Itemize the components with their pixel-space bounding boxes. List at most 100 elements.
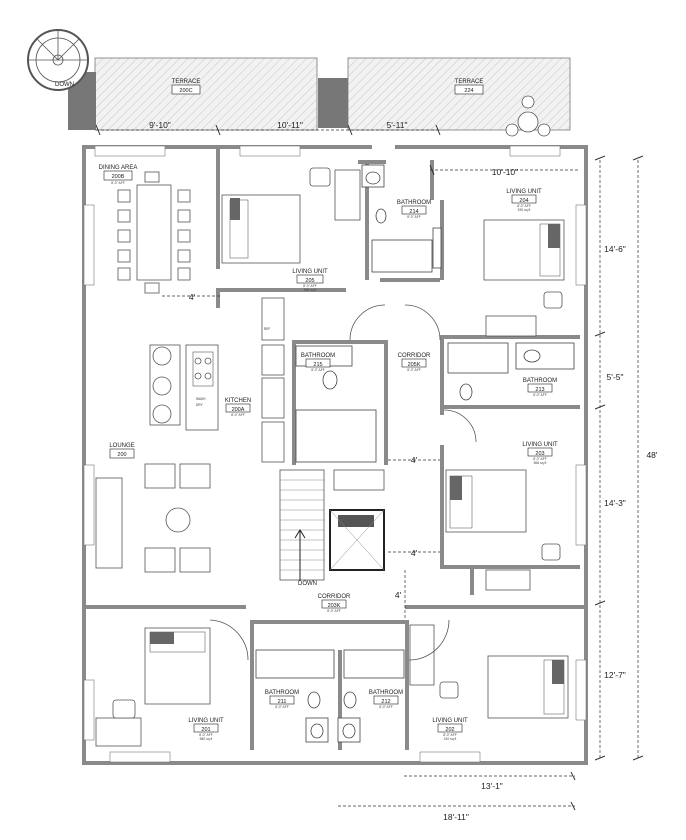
- living-201-furniture: [95, 627, 211, 747]
- dining-table: [117, 171, 191, 294]
- door-swing-corridor-west: [349, 304, 386, 341]
- dim-four-c: 4': [411, 548, 418, 558]
- svg-text:DINING AREA: DINING AREA: [99, 165, 138, 171]
- bath-214-fixtures: [361, 164, 442, 273]
- svg-text:212: 212: [381, 699, 390, 705]
- svg-text:TERRACE: TERRACE: [455, 79, 484, 85]
- terrace-west: [68, 57, 318, 131]
- svg-text:200: 200: [117, 452, 126, 458]
- bath-212-fixtures: [337, 649, 405, 743]
- bath-211-fixtures: [255, 649, 335, 743]
- svg-text:205K: 205K: [408, 362, 421, 368]
- svg-text:8'-0" AFF: 8'-0" AFF: [443, 733, 457, 737]
- svg-text:200C: 200C: [179, 88, 192, 94]
- svg-text:580 sq ft: 580 sq ft: [200, 737, 213, 741]
- svg-text:213: 213: [535, 387, 544, 393]
- svg-text:203K: 203K: [328, 603, 341, 609]
- svg-text:8'-0" AFF: 8'-0" AFF: [311, 368, 325, 372]
- svg-text:8'-0" AFF: 8'-0" AFF: [327, 609, 341, 613]
- dim-four-d: 4': [395, 590, 402, 600]
- svg-text:8'-0" AFF: 8'-0" AFF: [533, 457, 547, 461]
- svg-text:8'-0" AFF: 8'-0" AFF: [517, 204, 531, 208]
- spiral-down-label: DOWN: [55, 82, 74, 88]
- kitchen-fixtures: [149, 297, 285, 463]
- dishwasher-label: WASH: [196, 397, 206, 401]
- svg-text:530 sq ft: 530 sq ft: [518, 208, 531, 212]
- dim-four-b: 4': [411, 455, 418, 465]
- door-swing-corridor-east: [404, 304, 441, 341]
- svg-text:8'-0" AFF: 8'-0" AFF: [407, 368, 421, 372]
- fridge-label: REF: [264, 327, 270, 331]
- svg-text:203: 203: [535, 451, 544, 457]
- room-tag-living-201: LIVING UNIT 201 8'-0" AFF 580 sq ft: [188, 718, 224, 741]
- svg-text:224: 224: [464, 88, 473, 94]
- svg-text:CORRIDOR: CORRIDOR: [318, 594, 351, 600]
- svg-text:200A: 200A: [232, 407, 245, 413]
- dim-four-a: 4': [189, 292, 196, 302]
- spiral-stair: [27, 29, 89, 91]
- svg-text:8'-0" AFF: 8'-0" AFF: [303, 284, 317, 288]
- main-stair: [279, 469, 385, 581]
- room-tag-living-204: LIVING UNIT 204 8'-0" AFF 530 sq ft: [506, 189, 542, 212]
- dim-top-c: 5'-11": [386, 120, 407, 130]
- room-tag-living-205: LIVING UNIT 205 8'-0" AFF 566 sq ft: [292, 269, 328, 292]
- svg-text:BATHROOM: BATHROOM: [301, 353, 335, 359]
- dim-right-c: 14'-3": [604, 498, 626, 508]
- dryer-label: DRY: [196, 403, 204, 407]
- svg-text:201: 201: [201, 727, 210, 733]
- svg-text:8'-0" AFF: 8'-0" AFF: [199, 733, 213, 737]
- living-203-furniture: [445, 469, 561, 591]
- svg-text:215: 215: [313, 362, 322, 368]
- svg-text:TERRACE: TERRACE: [172, 79, 201, 85]
- room-tag-bath-212: BATHROOM 212 8'-0" AFF: [369, 690, 403, 709]
- svg-text:204: 204: [519, 198, 528, 204]
- terrace-table: [505, 95, 551, 137]
- interior-walls: [86, 149, 585, 750]
- room-tag-living-202: LIVING UNIT 202 8'-0" AFF 310 sq ft: [432, 718, 468, 741]
- svg-text:KITCHEN: KITCHEN: [225, 398, 251, 404]
- exterior-walls: [82, 145, 588, 765]
- svg-text:202: 202: [445, 727, 454, 733]
- dim-overall: 48': [646, 450, 657, 460]
- svg-text:8'-0" AFF: 8'-0" AFF: [407, 215, 421, 219]
- svg-text:BATHROOM: BATHROOM: [397, 200, 431, 206]
- svg-text:CORRIDOR: CORRIDOR: [398, 353, 431, 359]
- svg-text:200B: 200B: [112, 174, 125, 180]
- svg-text:LIVING UNIT: LIVING UNIT: [432, 718, 468, 724]
- room-tag-bath-211: BATHROOM 211 8'-0" AFF: [265, 690, 299, 709]
- svg-text:LIVING UNIT: LIVING UNIT: [292, 269, 328, 275]
- room-tag-terrace-224: TERRACE 224: [455, 79, 484, 95]
- svg-text:211: 211: [278, 699, 287, 705]
- living-205-furniture: [221, 167, 361, 264]
- room-tag-lounge: LOUNGE 200: [109, 443, 135, 459]
- room-tag-bath-215: BATHROOM 215 8'-0" AFF: [301, 353, 335, 372]
- dim-top-a: 9'-10": [149, 120, 171, 130]
- svg-text:LIVING UNIT: LIVING UNIT: [188, 718, 224, 724]
- dim-right-b: 5'-5": [607, 372, 624, 382]
- svg-text:LOUNGE: LOUNGE: [109, 443, 134, 449]
- door-swing-203: [443, 409, 477, 443]
- room-tag-kitchen: KITCHEN 200A 8'-0" AFF: [225, 398, 251, 417]
- bath-213-fixtures: [447, 342, 575, 401]
- svg-text:LIVING UNIT: LIVING UNIT: [506, 189, 542, 195]
- svg-text:BATHROOM: BATHROOM: [265, 690, 299, 696]
- dim-top-d: 10'-10": [492, 167, 518, 177]
- door-swing-201: [209, 619, 249, 661]
- living-202-furniture: [409, 624, 569, 719]
- svg-text:8'-0" AFF: 8'-0" AFF: [231, 413, 245, 417]
- dim-right-d: 12'-7": [604, 670, 626, 680]
- dim-right-a: 14'-6": [604, 244, 626, 254]
- svg-text:566 sq ft: 566 sq ft: [534, 461, 547, 465]
- room-tag-living-203: LIVING UNIT 203 8'-0" AFF 566 sq ft: [522, 442, 558, 465]
- svg-text:566 sq ft: 566 sq ft: [304, 288, 317, 292]
- svg-text:205: 205: [305, 278, 314, 284]
- stair-down-label: DOWN: [298, 581, 317, 587]
- svg-text:214: 214: [409, 209, 418, 215]
- room-tag-terrace-200c: TERRACE 200C: [172, 79, 201, 95]
- door-swing-202: [408, 619, 450, 661]
- lounge-furniture: [95, 463, 211, 573]
- svg-text:BATHROOM: BATHROOM: [523, 378, 557, 384]
- svg-text:8'-0" AFF: 8'-0" AFF: [111, 181, 125, 185]
- svg-text:8'-0" AFF: 8'-0" AFF: [379, 705, 393, 709]
